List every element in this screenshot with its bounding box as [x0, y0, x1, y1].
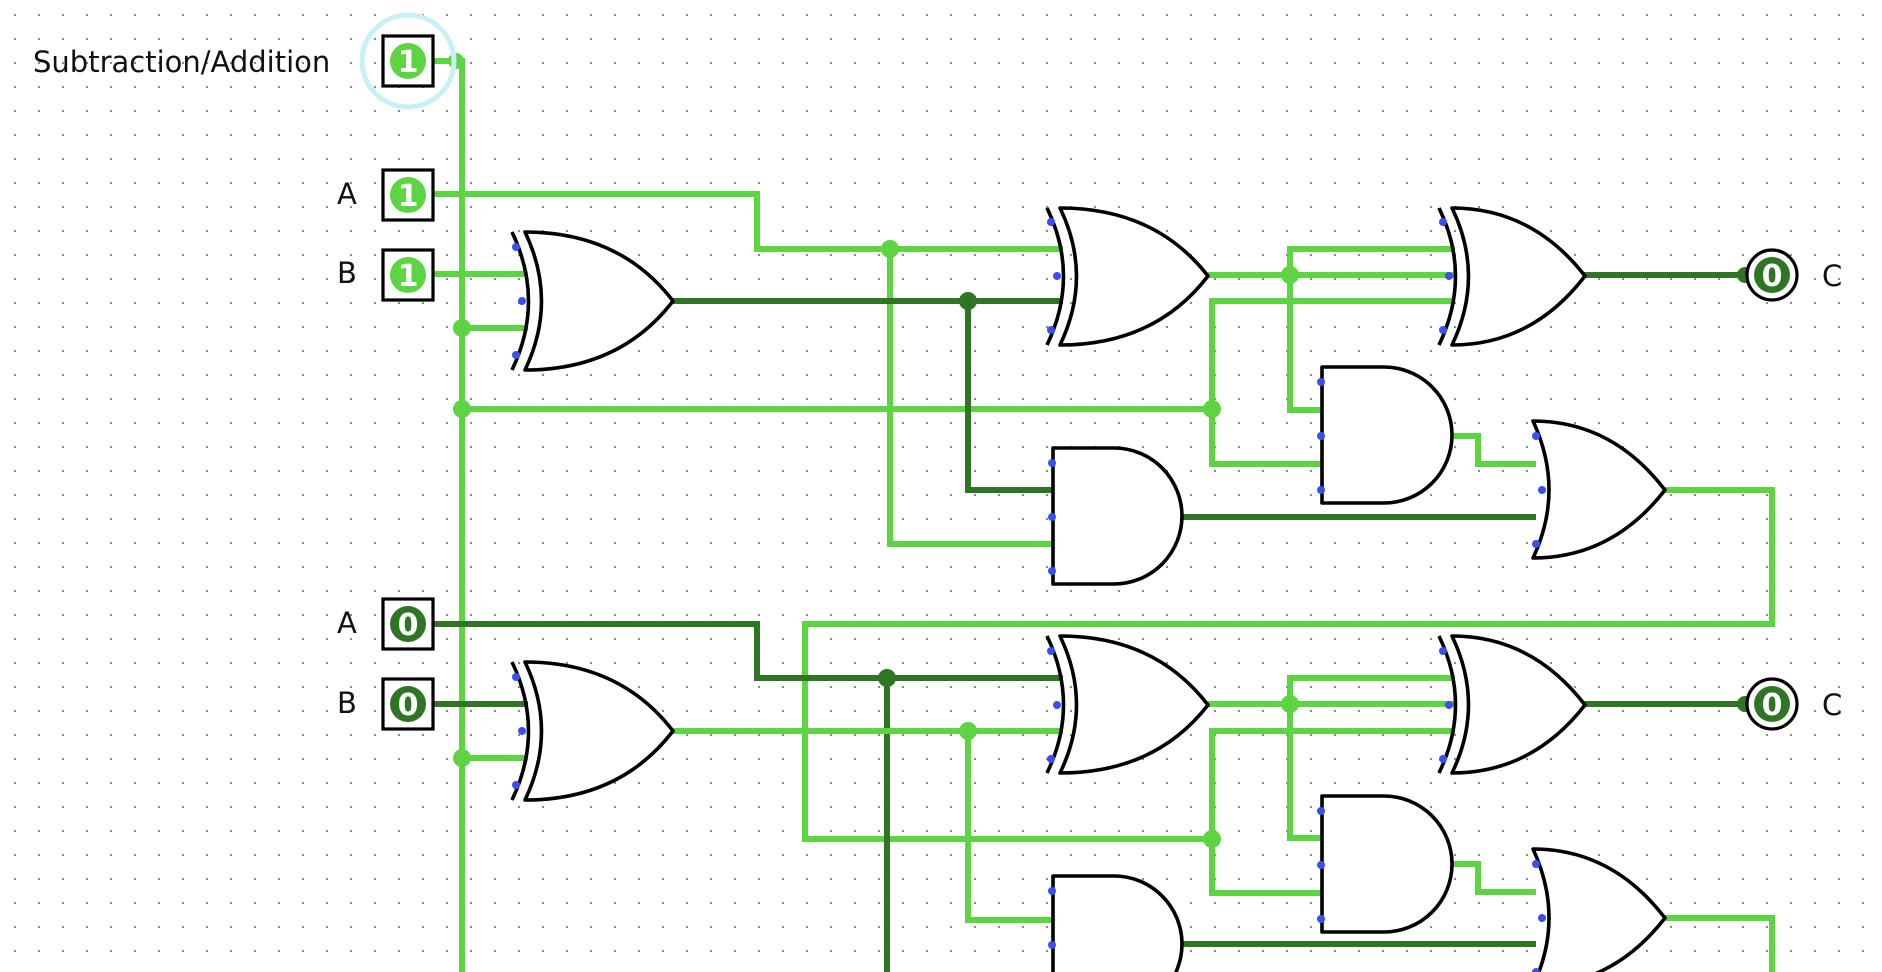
wire-xor1-and-top[interactable] [965, 298, 1056, 493]
xor-gate-bottom-2[interactable] [1045, 634, 1210, 775]
junction-dot [878, 669, 896, 687]
xor-gate-top-2[interactable] [1045, 206, 1210, 347]
junction-dot [881, 240, 899, 258]
junction-dot [1281, 266, 1299, 284]
junction-dot [959, 722, 977, 740]
label-b-top: B [337, 256, 357, 290]
wire-mode-xor3[interactable] [1209, 298, 1455, 412]
wire-carry-chain[interactable] [802, 487, 1775, 842]
or-gate-top[interactable] [1531, 419, 1667, 560]
wire-and2-or-top[interactable] [1449, 433, 1536, 467]
wire-carry-and-bottom[interactable] [1209, 836, 1325, 896]
input-pin-mode[interactable]: 1 [381, 34, 435, 88]
xor-gate-top-3[interactable] [1437, 206, 1587, 347]
xor-gate-bottom-1[interactable] [510, 660, 675, 802]
label-a-top: A [337, 177, 357, 211]
and-gate-bottom-1[interactable] [1048, 874, 1184, 972]
wire-a-top-and[interactable] [887, 246, 1056, 547]
wire-sum-top-and[interactable] [1287, 272, 1325, 413]
label-a-bottom: A [337, 606, 357, 640]
input-pin-b-bottom[interactable]: 0 [381, 677, 435, 731]
or-gate-bottom[interactable] [1531, 847, 1667, 972]
label-b-bottom: B [337, 686, 357, 720]
output-pin-c-bottom[interactable]: 0 [1745, 677, 1799, 731]
junction-dot [453, 319, 471, 337]
junction-dot [453, 400, 471, 418]
junction-dot [1203, 400, 1221, 418]
xor-gate-bottom-3[interactable] [1437, 634, 1587, 775]
label-c-bottom: C [1822, 688, 1842, 722]
pin-value: 0 [398, 688, 419, 723]
pin-value: 1 [398, 179, 419, 214]
output-pin-c-top[interactable]: 0 [1745, 248, 1799, 302]
wire-sum-bottom-and[interactable] [1287, 701, 1325, 841]
and-gate-bottom-2[interactable] [1317, 794, 1454, 934]
wire-mode-bus[interactable] [434, 58, 465, 972]
input-pin-b-top[interactable]: 1 [381, 248, 435, 302]
junction-dot [1281, 695, 1299, 713]
wire-xor1-and-bottom[interactable] [965, 728, 1056, 923]
input-pin-a-top[interactable]: 1 [381, 168, 435, 222]
junction-dot [1203, 830, 1221, 848]
input-pin-a-bottom[interactable]: 0 [381, 597, 435, 651]
wire-a-bottom[interactable] [424, 621, 1063, 681]
xor-gate-top-1[interactable] [510, 230, 675, 372]
pin-value: 1 [398, 259, 419, 294]
pin-value: 0 [1762, 688, 1783, 723]
wire-sum-bottom-b[interactable] [1287, 675, 1455, 707]
junction-dot [453, 749, 471, 767]
wire-sum-top-b[interactable] [1287, 246, 1455, 278]
and-gate-top-1[interactable] [1048, 446, 1184, 586]
wire-a-top[interactable] [424, 191, 1063, 252]
and-gate-top-2[interactable] [1317, 365, 1454, 505]
junction-dot [959, 292, 977, 310]
wire-carry-out-bottom[interactable] [1662, 915, 1775, 972]
wire-carry-xor3-bottom[interactable] [1209, 728, 1455, 842]
pin-value: 1 [398, 45, 419, 80]
selection-ring [359, 12, 457, 110]
wire-mode-carry[interactable] [459, 406, 1325, 467]
wire-and2-or-bottom[interactable] [1449, 861, 1536, 895]
label-mode: Subtraction/Addition [33, 45, 330, 79]
pin-value: 0 [1762, 259, 1783, 294]
label-c-top: C [1822, 259, 1842, 293]
pin-value: 0 [398, 608, 419, 643]
